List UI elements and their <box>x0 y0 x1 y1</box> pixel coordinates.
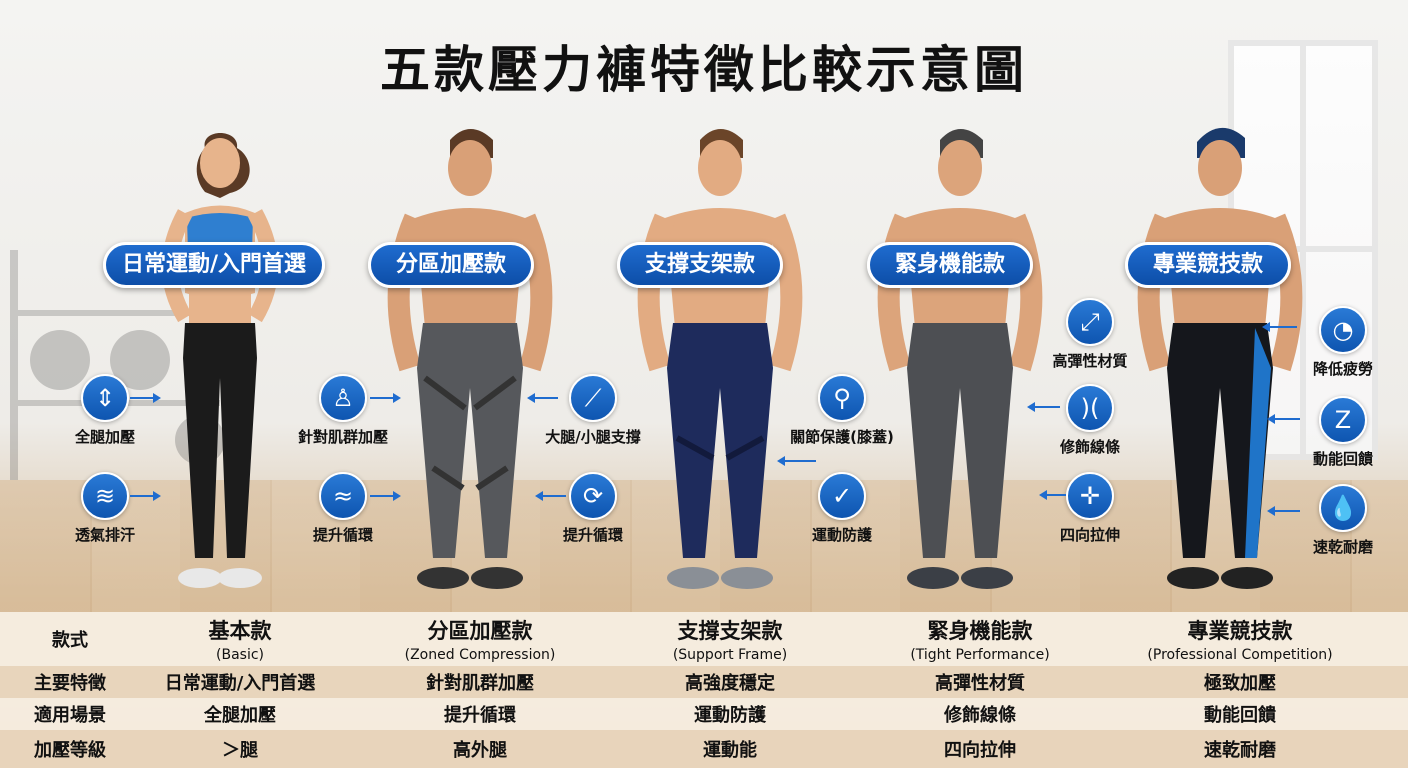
row-label: 款式 <box>52 630 88 651</box>
airflow-icon: ≋ <box>81 472 129 520</box>
label-support: 支撐支架款 <box>617 242 783 288</box>
pointer-arrow <box>130 393 161 403</box>
feature-thigh-calf-support: ⟋ 大腿/小腿支撐 <box>533 374 653 447</box>
feature-energy-return: Z 動能回饋 <box>1283 396 1403 469</box>
row-label: 主要特徵 <box>34 673 106 694</box>
table-row: 加壓等級 ＞腿 高外腿 運動能 四向拉伸 速乾耐磨 <box>0 730 1408 768</box>
table-cell: 四向拉伸 <box>944 740 1016 761</box>
pointer-arrow <box>1267 414 1300 424</box>
muscle-map-icon: ♙ <box>319 374 367 422</box>
table-cell: 運動能 <box>703 740 757 761</box>
circulation-icon: ⟳ <box>569 472 617 520</box>
expand-icon: ⤢ <box>1066 298 1114 346</box>
label-daily-entry: 日常運動/入門首選 <box>103 242 325 288</box>
table-cell: 提升循環 <box>444 705 516 726</box>
label-tight: 緊身機能款 <box>867 242 1033 288</box>
leg-support-icon: ⟋ <box>569 374 617 422</box>
model-header: 基本款 (Basic) <box>208 619 272 663</box>
comparison-table: 款式 基本款 (Basic) 分區加壓款 (Zoned Compression)… <box>0 612 1408 768</box>
table-cell: 高外腿 <box>453 740 507 761</box>
feature-reduce-fatigue: ◔ 降低疲勞 <box>1283 306 1403 379</box>
feature-four-way-stretch: ✛ 四向拉伸 <box>1030 472 1150 545</box>
four-way-arrows-icon: ✛ <box>1066 472 1114 520</box>
label-professional: 專業競技款 <box>1125 242 1291 288</box>
table-cell: 日常運動/入門首選 <box>164 673 316 694</box>
table-cell: 高強度穩定 <box>685 673 775 694</box>
pointer-arrow <box>130 491 161 501</box>
model-header: 支撐支架款 (Support Frame) <box>672 619 788 663</box>
feature-breathable: ≋ 透氣排汗 <box>45 472 165 545</box>
feature-contour: )( 修飾線條 <box>1030 384 1150 457</box>
feature-full-leg-compression: ⇕ 全腿加壓 <box>45 374 165 447</box>
pointer-arrow <box>527 393 558 403</box>
model-header: 分區加壓款 (Zoned Compression) <box>404 619 556 663</box>
feature-knee-protection: ⚲ 關節保護(膝蓋) <box>782 374 902 447</box>
table-cell: 極致加壓 <box>1204 673 1276 694</box>
table-cell: ＞腿 <box>222 740 258 761</box>
row-label: 加壓等級 <box>34 740 106 761</box>
model-header: 緊身機能款 (Tight Performance) <box>910 619 1050 663</box>
pointer-arrow <box>370 393 401 403</box>
table-row: 適用場景 全腿加壓 提升循環 運動防護 修飾線條 動能回饋 <box>0 698 1408 730</box>
page-title: 五款壓力褲特徵比較示意圖 <box>380 41 1028 99</box>
table-cell: 高彈性材質 <box>935 673 1025 694</box>
feature-targeted-compression: ♙ 針對肌群加壓 <box>283 374 403 447</box>
shield-check-icon: ✓ <box>818 472 866 520</box>
table-cell: 運動防護 <box>694 705 766 726</box>
pointer-arrow <box>1267 506 1300 516</box>
gauge-icon: ◔ <box>1319 306 1367 354</box>
feature-quick-dry: 💧 速乾耐磨 <box>1283 484 1403 557</box>
pointer-arrow <box>1262 322 1297 332</box>
knee-joint-icon: ⚲ <box>818 374 866 422</box>
pointer-arrow <box>777 456 816 466</box>
figure-zoned <box>355 118 585 608</box>
water-drop-icon: 💧 <box>1319 484 1367 532</box>
table-cell: 修飾線條 <box>944 705 1016 726</box>
table-cell: 速乾耐磨 <box>1204 740 1276 761</box>
feature-circulation-right: ⟳ 提升循環 <box>533 472 653 545</box>
contour-icon: )( <box>1066 384 1114 432</box>
model-header: 專業競技款 (Professional Competition) <box>1147 619 1333 663</box>
energy-return-icon: Z <box>1319 396 1367 444</box>
table-cell: 動能回饋 <box>1204 705 1276 726</box>
table-cell: 全腿加壓 <box>204 705 276 726</box>
pointer-arrow <box>370 491 401 501</box>
table-row: 款式 基本款 (Basic) 分區加壓款 (Zoned Compression)… <box>0 612 1408 666</box>
pointer-arrow <box>535 491 566 501</box>
pointer-arrow <box>1039 490 1066 500</box>
table-row: 主要特徵 日常運動/入門首選 針對肌群加壓 高強度穩定 高彈性材質 極致加壓 <box>0 666 1408 698</box>
feature-high-elasticity: ⤢ 高彈性材質 <box>1030 298 1150 371</box>
legs-arrows-icon: ⇕ <box>81 374 129 422</box>
pointer-arrow <box>1027 402 1060 412</box>
feature-sport-protection: ✓ 運動防護 <box>782 472 902 545</box>
feature-circulation-left: ≈ 提升循環 <box>283 472 403 545</box>
table-cell: 針對肌群加壓 <box>426 673 534 694</box>
label-zoned: 分區加壓款 <box>368 242 534 288</box>
wind-icon: ≈ <box>319 472 367 520</box>
row-label: 適用場景 <box>34 705 106 726</box>
